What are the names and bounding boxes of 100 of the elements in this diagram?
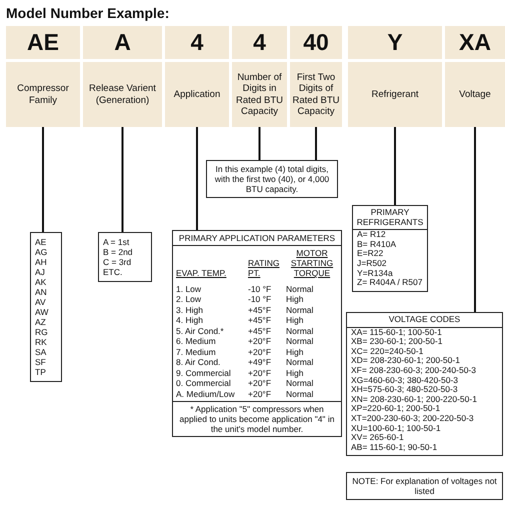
code-entry: Y=R134a: [356, 268, 394, 278]
field-description: Release Varient (Generation): [83, 62, 162, 127]
note-box: [206, 160, 338, 198]
table-title: PRIMARY APPLICATION PARAMETERS: [173, 231, 341, 246]
code-entry: ETC.: [103, 267, 124, 277]
field-description: Voltage: [445, 62, 505, 127]
table-entry: +49°F: [248, 357, 272, 367]
table-entry: Normal: [286, 357, 314, 367]
table-entry: 9. Commercial: [176, 368, 232, 378]
code-entry: Z= R404A / R507: [356, 278, 424, 290]
code-entry: AE: [35, 237, 48, 247]
connector-line: [394, 127, 396, 205]
table-entry: -10 °F: [248, 294, 272, 304]
table-entry: 4. High: [176, 315, 204, 325]
footnote: * Application "5" compressors when applied to units become application "4" in the unit's model number.: [173, 400, 341, 436]
list-heading: PRIMARY REFRIGERANTS: [353, 206, 427, 230]
table-entry: +45°F: [248, 315, 272, 325]
code-entry: SA: [35, 347, 48, 357]
code-entry: SF: [35, 357, 47, 367]
code-entry: XH=575-60-3; 480-520-50-3: [350, 385, 459, 395]
field-description: First Two Digits of Rated BTU Capacity: [290, 62, 342, 127]
column-header: EVAP. TEMP.: [176, 268, 228, 278]
field-description: Compressor Family: [6, 62, 80, 127]
table-entry: +20°F: [248, 388, 272, 398]
code-entry: AJ: [35, 267, 46, 277]
code-entry: B = 2nd: [103, 247, 134, 257]
code-entry: E=R22: [356, 249, 384, 259]
model-code-tile: 4: [232, 26, 287, 59]
connector-line: [42, 127, 44, 232]
code-entry: AW: [35, 307, 50, 317]
table-entry: +20°F: [248, 378, 272, 388]
note-text: In this example (4) total digits, with the first two (40), or 4,000 BTU capacity.: [214, 164, 330, 194]
connector-line: [196, 127, 198, 230]
code-entry: AN: [35, 287, 48, 297]
code-entry: J=R502: [356, 258, 388, 269]
code-entry: RK: [35, 337, 48, 347]
code-entry: AK: [35, 277, 48, 287]
diagram-title: Model Number Example:: [6, 5, 170, 21]
connector-line: [122, 127, 124, 232]
field-description: Refrigerant: [348, 62, 442, 127]
code-entry: XN= 208-230-60-1; 200-220-50-1: [350, 394, 478, 404]
code-entry: XD= 208-230-60-1; 200-50-1: [350, 356, 461, 366]
table-entry: 7. Medium: [176, 346, 217, 356]
connector-line: [315, 127, 317, 160]
code-entry: XF= 208-230-60-3; 200-240-50-3: [350, 366, 477, 376]
table-entry: High: [286, 315, 304, 325]
code-entry: XU=100-60-1; 100-50-1: [350, 424, 442, 434]
model-code-tile: 40: [290, 26, 342, 59]
model-code-tile: XA: [445, 26, 505, 59]
code-entry: XG=460-60-3; 380-420-50-3: [350, 376, 460, 386]
table-entry: 2. Low: [176, 294, 202, 304]
model-code-tile: 4: [165, 26, 229, 59]
column-header: RATING PT.: [248, 258, 280, 278]
code-entry: XP=220-60-1; 200-50-1: [350, 404, 442, 414]
table-entry: 3. High: [176, 304, 204, 314]
field-description: Application: [165, 62, 229, 127]
table-entry: +20°F: [248, 336, 272, 346]
table-entry: A. Medium/Low: [176, 388, 236, 398]
code-entry: AV: [35, 297, 47, 307]
table-entry: Normal: [286, 284, 314, 294]
table-entry: +20°F: [248, 346, 272, 356]
code-entry: B= R410A: [356, 240, 397, 250]
code-list-box: [98, 232, 152, 282]
code-entry: A= R12: [356, 230, 387, 240]
code-list-box: [30, 232, 62, 382]
code-entry: AG: [35, 247, 48, 257]
code-entry: AB= 115-60-1; 90-50-1: [350, 442, 438, 454]
table-entry: -10 °F: [248, 284, 272, 294]
table-entry: 6. Medium: [176, 336, 217, 346]
table-entry: Normal: [286, 336, 314, 346]
note-box: [346, 472, 503, 500]
connector-line: [258, 127, 260, 160]
table-entry: High: [286, 368, 304, 378]
table-entry: 0. Commercial: [176, 378, 232, 388]
model-code-tile: A: [83, 26, 162, 59]
field-description: Number of Digits in Rated BTU Capacity: [232, 62, 287, 127]
table-entry: 5. Air Cond.*: [176, 326, 225, 336]
list-heading: VOLTAGE CODES: [347, 313, 502, 328]
model-code-tile: AE: [6, 26, 80, 59]
table-entry: +45°F: [248, 304, 272, 314]
code-entry: RG: [35, 327, 49, 337]
column-header: MOTOR STARTING TORQUE: [290, 248, 334, 278]
code-entry: XC= 220=240-50-1: [350, 346, 424, 356]
table-entry: High: [286, 294, 304, 304]
code-entry: XA= 115-60-1; 100-50-1: [350, 328, 443, 338]
code-entry: AH: [35, 257, 48, 267]
code-entry: XB= 230-60-1; 200-50-1: [350, 337, 444, 347]
table-entry: +20°F: [248, 368, 272, 378]
table-entry: Normal: [286, 378, 314, 388]
code-entry: AZ: [35, 317, 47, 327]
table-entry: Normal: [286, 304, 314, 314]
code-entry: A = 1st: [103, 237, 130, 247]
table-entry: 1. Low: [176, 284, 202, 294]
model-code-tile: Y: [348, 26, 442, 59]
code-entry: C = 3rd: [103, 257, 132, 267]
note-text: NOTE: For explanation of voltages not listed: [351, 476, 498, 496]
code-entry: TP: [35, 367, 47, 377]
code-entry: XV= 265-60-1: [350, 433, 405, 443]
table-entry: 8. Air Cond.: [176, 357, 222, 367]
code-list-box: [346, 312, 503, 456]
